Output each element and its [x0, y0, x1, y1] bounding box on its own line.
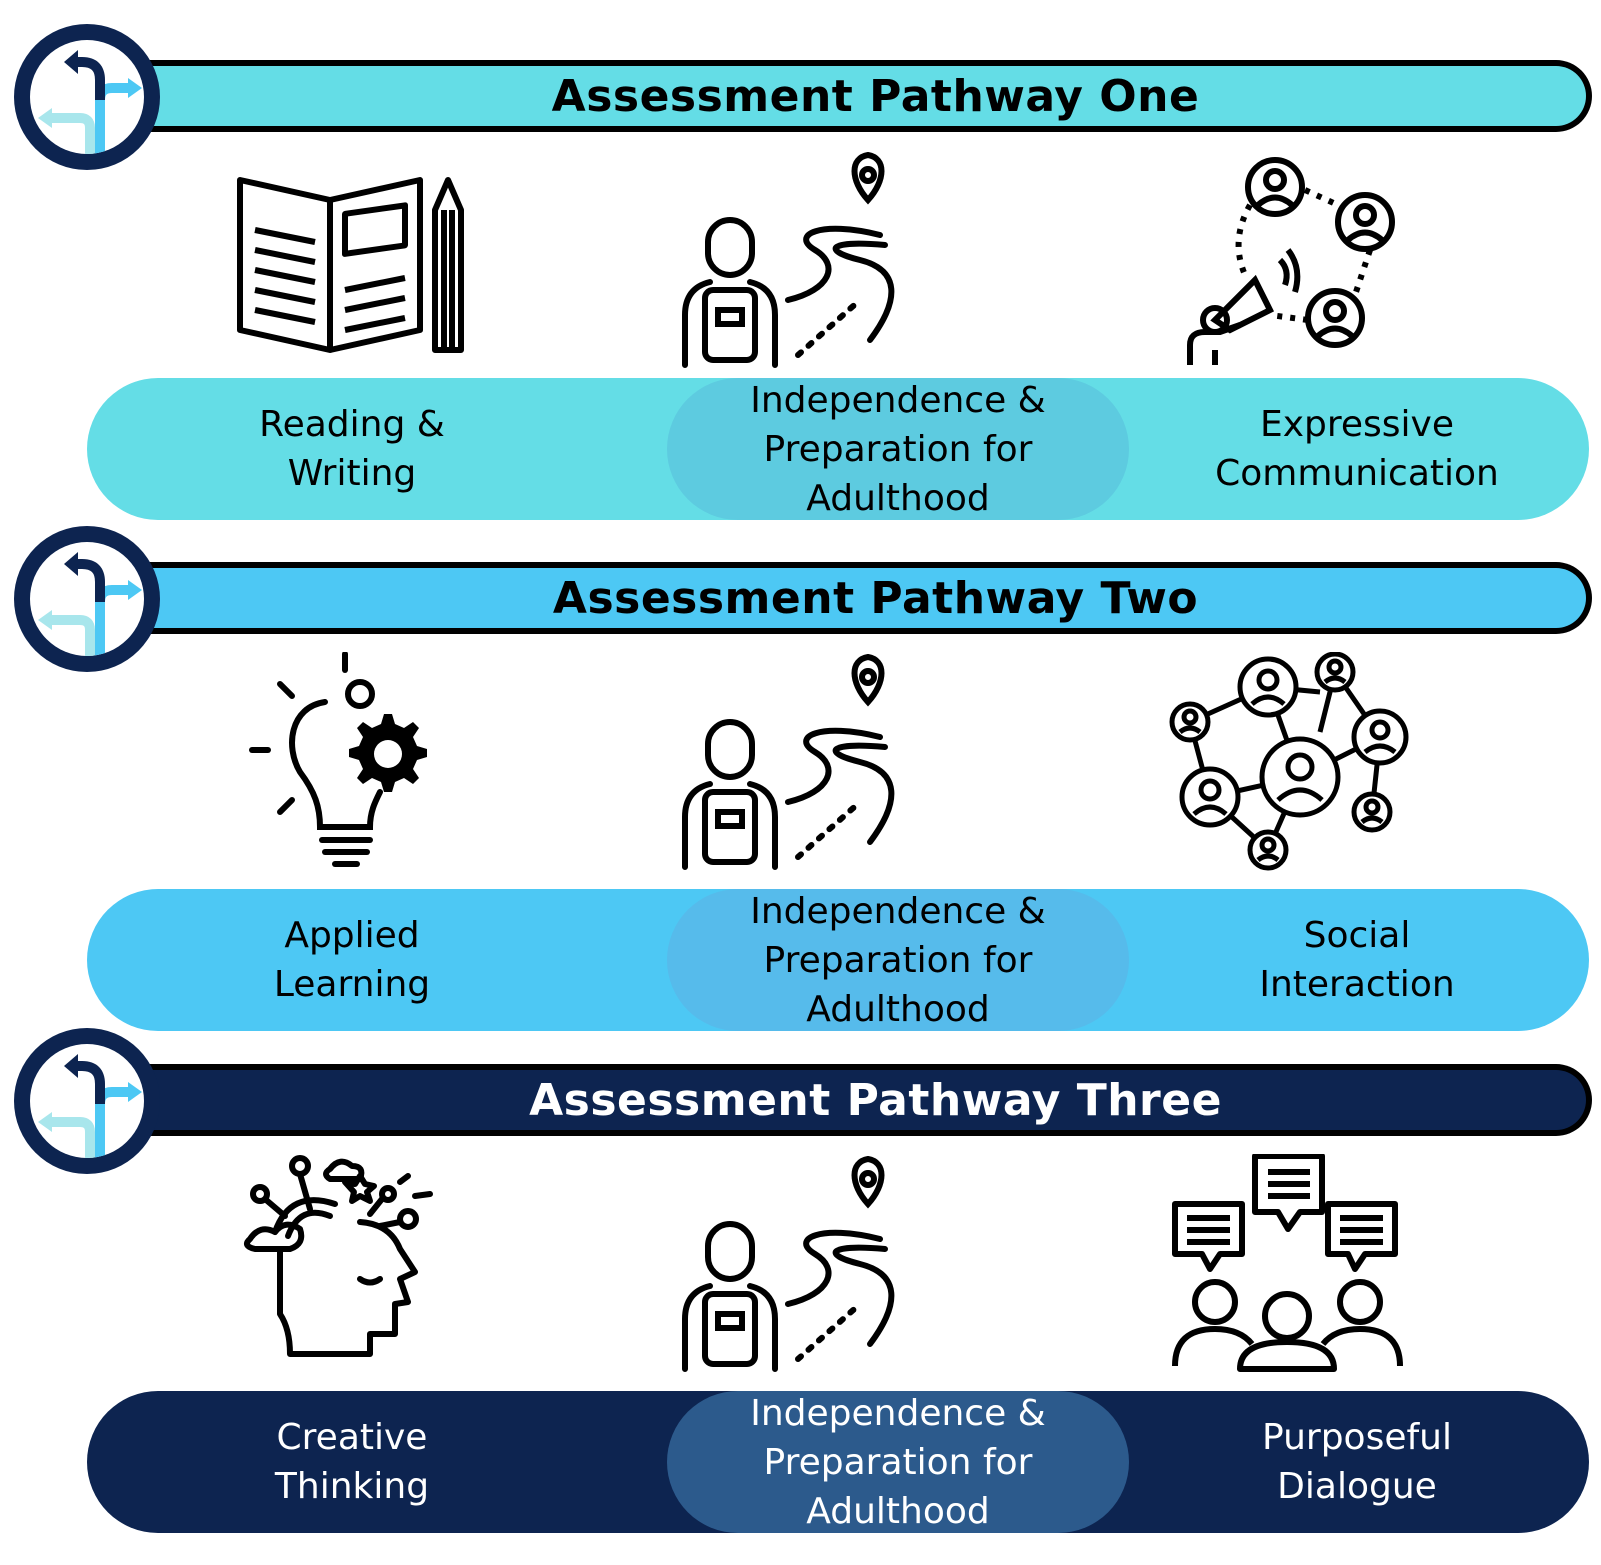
crossroads-arrows-icon: [14, 24, 160, 170]
pathway-two-header: Assessment Pathway Two: [120, 562, 1592, 634]
pathway-three-title: Assessment Pathway Three: [529, 1074, 1222, 1126]
pathway-one-icons: [0, 150, 1601, 380]
area-label-right: Expressive Communication: [1215, 404, 1499, 494]
crossroads-arrows-icon: [14, 526, 160, 672]
person-road-location-icon: [682, 653, 895, 870]
pathway-three-header: Assessment Pathway Three: [120, 1064, 1592, 1136]
creative-head-icon: [244, 1155, 433, 1357]
area-label-center: Independence & Preparation for Adulthood: [750, 890, 1046, 1030]
area-label-left: Reading & Writing: [259, 404, 445, 494]
pathway-three-areas: Creative Thinking Independence & Prepara…: [87, 1391, 1589, 1533]
crossroads-arrows-icon: [14, 1028, 160, 1174]
area-label-right: Social Interaction: [1259, 915, 1455, 1005]
pathway-one-center-highlight: [667, 378, 1129, 520]
pathway-three-center-highlight: [667, 1391, 1129, 1533]
area-label-center: Independence & Preparation for Adulthood: [750, 379, 1046, 519]
area-label-left: Applied Learning: [273, 915, 431, 1005]
pathway-one-header: Assessment Pathway One: [120, 60, 1592, 132]
person-road-location-icon: [682, 151, 895, 368]
megaphone-network-icon: [1187, 157, 1395, 365]
pathway-one-section: Assessment Pathway One: [0, 0, 1601, 520]
pathway-two-section: Assessment Pathway Two: [0, 502, 1601, 1031]
pathway-two-areas: Applied Learning Independence & Preparat…: [87, 889, 1589, 1031]
people-network-icon: [1169, 652, 1409, 871]
pathway-three-icons: [0, 1154, 1601, 1384]
person-road-location-icon: [682, 1155, 895, 1372]
group-chat-icon: [1172, 1154, 1403, 1372]
area-label-left: Creative Thinking: [274, 1417, 430, 1507]
pathway-three-section: Assessment Pathway Three: [0, 1004, 1601, 1533]
book-pencil-icon: [237, 177, 464, 353]
pathway-two-icons: [0, 652, 1601, 882]
pathway-one-areas: Reading & Writing Independence & Prepara…: [87, 378, 1589, 520]
pathway-two-center-highlight: [667, 889, 1129, 1031]
pathway-one-title: Assessment Pathway One: [551, 70, 1200, 122]
pathway-two-title: Assessment Pathway Two: [552, 572, 1199, 624]
area-label-right: Purposeful Dialogue: [1262, 1417, 1452, 1507]
area-label-center: Independence & Preparation for Adulthood: [750, 1392, 1046, 1532]
lightbulb-gears-icon: [249, 652, 427, 867]
